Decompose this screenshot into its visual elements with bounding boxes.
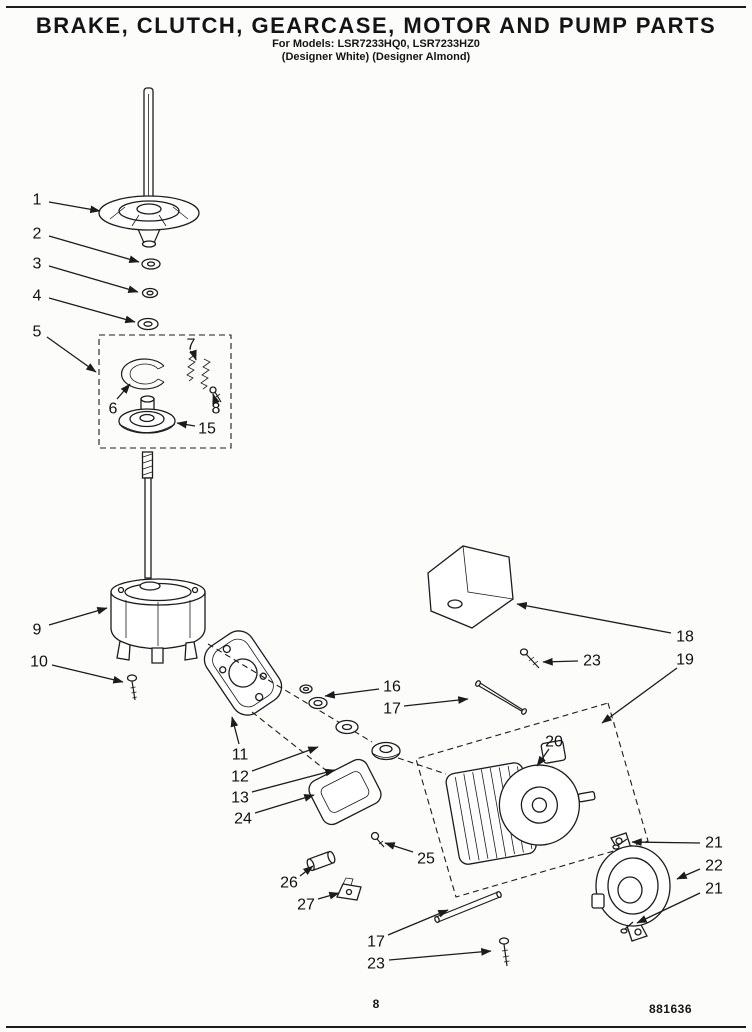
- callout-27: 27: [297, 891, 340, 914]
- screw-part-23-lower: [498, 937, 510, 967]
- colors-line: (Designer White) (Designer Almond): [281, 51, 471, 63]
- drive-pin-lower-17: [434, 890, 502, 924]
- callout-7: 7: [187, 337, 197, 361]
- callout-number: 21: [705, 881, 723, 898]
- top-rule: [6, 6, 746, 8]
- callout-25: 25: [384, 842, 435, 868]
- callout-number: 25: [417, 851, 435, 868]
- clamp-part-27: [336, 877, 362, 901]
- callout-number: 17: [367, 934, 385, 951]
- brake-cam-ring-part-6: [120, 358, 165, 390]
- callout-number: 11: [232, 747, 249, 764]
- callout-number: 4: [33, 288, 42, 305]
- clutch-assembly-part-15: [118, 395, 176, 434]
- motor-detail-box: [415, 702, 649, 898]
- callout-number: 17: [383, 701, 401, 718]
- callout-number: 23: [367, 956, 385, 973]
- callout-23: 23: [542, 653, 601, 670]
- drive-pin-upper-17: [475, 680, 527, 715]
- page-header: BRAKE, CLUTCH, GEARCASE, MOTOR AND PUMP …: [0, 14, 752, 64]
- callout-17: 17: [383, 696, 469, 718]
- callout-21: 21: [636, 881, 723, 924]
- gearcase-part-9: [110, 578, 206, 664]
- callout-number: 26: [280, 875, 298, 892]
- callout-number: 13: [231, 790, 249, 807]
- gearcase-drive-shaft: [141, 451, 154, 579]
- callout-10: 10: [30, 654, 124, 684]
- callout-number: 18: [676, 629, 694, 646]
- stud-part-25: [370, 831, 385, 848]
- models-line: For Models: LSR7233HQ0, LSR7233HZ0: [272, 38, 480, 50]
- callout-9: 9: [33, 606, 108, 639]
- callout-5: 5: [33, 324, 97, 373]
- callout-number: 9: [33, 622, 42, 639]
- callout-number: 5: [33, 324, 42, 341]
- retainer-clip-part-3: [141, 287, 159, 299]
- callout-22: 22: [676, 858, 723, 880]
- document-number: 881636: [648, 1002, 692, 1016]
- callout-number: 6: [109, 401, 118, 418]
- callout-number: 20: [545, 734, 563, 751]
- callout-number: 8: [212, 401, 221, 418]
- mounting-plate-part-24: [308, 758, 382, 826]
- callout-number: 10: [30, 654, 48, 671]
- callout-number: 7: [187, 337, 196, 354]
- motor-part-20: [445, 739, 596, 865]
- callout-number: 12: [231, 769, 249, 786]
- water-shield-part-18: [427, 545, 514, 629]
- callout-number: 21: [705, 835, 723, 852]
- callout-number: 15: [198, 421, 216, 438]
- callout-26: 26: [280, 865, 314, 892]
- gearcase-screw-part-10: [126, 674, 138, 701]
- callout-15: 15: [176, 421, 216, 438]
- callout-number: 27: [297, 897, 315, 914]
- callout-number: 23: [583, 653, 601, 670]
- callout-3: 3: [33, 256, 139, 294]
- washer-part-4: [137, 317, 159, 331]
- callout-number: 2: [33, 226, 42, 243]
- callout-13: 13: [231, 768, 336, 807]
- callout-number: 16: [383, 679, 401, 696]
- callout-23: 23: [367, 947, 492, 973]
- brake-spring-part-7: [186, 350, 211, 390]
- adapter-plate-part-11: [203, 630, 283, 716]
- alignment-guide: [397, 757, 447, 775]
- washer-part-2: [141, 258, 161, 270]
- callout-17: 17: [367, 909, 449, 951]
- callout-11: 11: [230, 716, 249, 764]
- callout-number: 19: [676, 652, 694, 669]
- spin-shaft: [143, 87, 154, 213]
- clutch-detail-box: [98, 334, 232, 449]
- callout-number: 3: [33, 256, 42, 273]
- callout-12: 12: [231, 746, 319, 786]
- callout-number: 1: [33, 192, 42, 209]
- callout-8: 8: [212, 393, 221, 418]
- callout-1: 1: [33, 192, 101, 214]
- pump-mount-pin-21a: [612, 838, 628, 850]
- callout-number: 24: [234, 811, 252, 828]
- callout-24: 24: [234, 794, 315, 828]
- screw-part-23-upper: [519, 648, 540, 669]
- page-number: 8: [372, 997, 380, 1011]
- basket-drive-hub: [98, 195, 200, 248]
- alignment-guide: [207, 643, 373, 743]
- thrust-stack-parts: [299, 684, 401, 761]
- callout-21: 21: [631, 835, 723, 852]
- bottom-rule: [6, 1026, 746, 1028]
- page-title: BRAKE, CLUTCH, GEARCASE, MOTOR AND PUMP …: [35, 13, 717, 38]
- pump-mount-pin-21b: [620, 921, 634, 934]
- callout-6: 6: [109, 383, 131, 418]
- callout-20: 20: [536, 734, 563, 767]
- callout-19: 19: [601, 652, 694, 724]
- callout-16: 16: [324, 679, 401, 699]
- callout-2: 2: [33, 226, 140, 264]
- callout-18: 18: [516, 601, 694, 646]
- callout-number: 22: [705, 858, 723, 875]
- callout-4: 4: [33, 288, 136, 324]
- pump-part-22: [591, 832, 671, 942]
